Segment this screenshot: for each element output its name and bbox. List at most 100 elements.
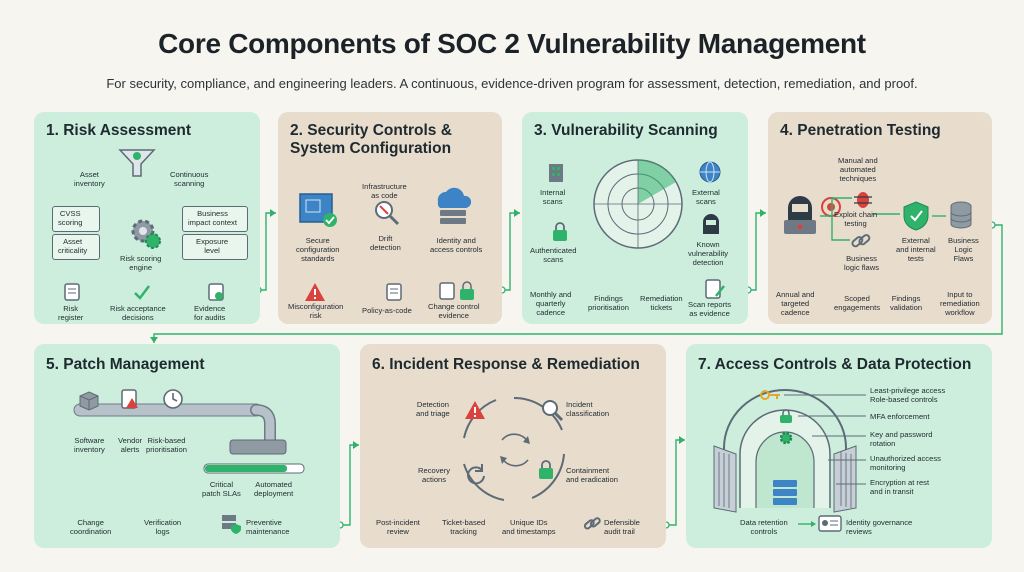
label-authenticated-scans: Authenticated scans: [530, 246, 577, 264]
label-post-incident: Post-incident review: [376, 518, 420, 536]
label-remediation-tickets: Remediation tickets: [640, 294, 683, 312]
label-verification-logs: Verification logs: [144, 518, 182, 536]
label-audit-trail: Defensible audit trail: [604, 518, 640, 536]
card-incident-response: 6. Incident Response & Remediation Det: [360, 344, 666, 548]
package-icon: [79, 391, 99, 411]
incident-cycle-icon: [463, 397, 565, 501]
card-title: 2. Security Controls & System Configurat…: [290, 122, 452, 157]
label-critical-slas: Critical patch SLAs: [202, 480, 241, 498]
register-icon: [64, 283, 80, 301]
key-icon: [760, 390, 780, 400]
blueprint-icon: [299, 193, 337, 227]
lock-icon: [553, 222, 567, 241]
card-access-controls: 7. Access Controls & Data Protection: [686, 344, 992, 548]
label-business-impact: Business impact context: [188, 209, 237, 227]
label-cvss-scoring: CVSS scoring: [58, 209, 83, 227]
label-key-rotation: Key and password rotation: [870, 430, 933, 448]
drift-search-icon: [375, 201, 400, 226]
label-input-remediation: Input to remediation workflow: [940, 290, 980, 317]
label-least-privilege: Least-privilege access Role-based contro…: [870, 386, 946, 404]
policy-doc-icon: [386, 283, 402, 301]
connector-5-6: [340, 444, 359, 526]
vault-gate-icon: [713, 389, 857, 513]
card-title: 4. Penetration Testing: [780, 122, 941, 139]
card-vulnerability-scanning: 3. Vulnerability Scanning Internal scans…: [522, 112, 748, 324]
label-evidence-audits: Evidence for audits: [194, 304, 226, 322]
label-findings-validation: Findings validation: [890, 294, 923, 312]
label-external-internal: External and internal tests: [896, 236, 936, 263]
chain-link-icon: [851, 234, 871, 248]
globe-icon: [699, 161, 721, 183]
label-vendor-alerts: Vendor alerts: [118, 436, 143, 454]
label-unique-ids: Unique IDs and timestamps: [502, 518, 556, 536]
label-continuous-scanning: Continuous scanning: [170, 170, 209, 188]
server-shield-icon: [222, 515, 241, 534]
label-business-logic-flaws-2: Business Logic Flaws: [948, 236, 979, 263]
recovery-icon: [467, 464, 485, 485]
connector-3-4: [748, 212, 766, 291]
clock-icon: [163, 389, 183, 409]
label-automated-deployment: Automated deployment: [254, 480, 294, 498]
business-impact-box: [182, 206, 248, 232]
label-recovery-actions: Recovery actions: [418, 466, 451, 484]
label-annual-cadence: Annual and targeted cadence: [776, 290, 815, 317]
label-scoped: Scoped engagements: [834, 294, 881, 312]
label-risk-prioritisation: Risk-based prioritisation: [146, 436, 187, 454]
search-icon: [542, 400, 564, 422]
label-asset-criticality: Asset criticality: [58, 237, 88, 255]
label-unauthorized-monitoring: Unauthorized access monitoring: [870, 454, 941, 472]
label-ticket-tracking: Ticket-based tracking: [442, 518, 486, 536]
gear-engine-icon: [131, 219, 161, 249]
card-title: 6. Incident Response & Remediation: [372, 356, 640, 373]
chain-link-icon: [583, 517, 601, 530]
card-risk-assessment: 1. Risk Assessment Asset inventory Conti…: [34, 112, 260, 324]
label-misconfig: Misconfiguration risk: [288, 302, 344, 320]
cloud-server-icon: [437, 187, 472, 224]
label-iac: Infrastructure as code: [362, 182, 407, 200]
label-risk-register: Risk register: [58, 304, 84, 322]
asset-criticality-box: [52, 234, 100, 260]
lock-icon: [539, 460, 553, 479]
database-icon: [950, 201, 972, 229]
label-exploit-chain: Exploit chain testing: [834, 210, 878, 228]
building-icon: [549, 164, 563, 182]
checkmark-pen-icon: [134, 285, 150, 300]
label-cadence: Monthly and quarterly cadence: [530, 290, 572, 317]
label-internal-scans: Internal scans: [540, 188, 566, 206]
card-title: 7. Access Controls & Data Protection: [698, 356, 972, 373]
warning-icon: [465, 401, 485, 419]
label-change-coordination: Change coordination: [70, 518, 112, 536]
label-detection-triage: Detection and triage: [416, 400, 450, 418]
evidence-doc-icon: [208, 283, 224, 301]
funnel-icon: [118, 149, 156, 177]
exposure-box: [182, 234, 248, 260]
bug-icon: [854, 192, 872, 208]
label-scan-reports: Scan reports as evidence: [688, 300, 732, 318]
pentest-flow-arrows: [820, 197, 946, 241]
label-identity-access: Identity and access controls: [430, 236, 483, 254]
change-lock-icon: [439, 281, 474, 300]
card-title: 1. Risk Assessment: [46, 122, 192, 139]
label-incident-classification: Incident classification: [566, 400, 610, 418]
card-security-controls: 2. Security Controls & System Configurat…: [278, 112, 502, 324]
connector-2-3: [502, 212, 520, 291]
cvss-box: [52, 206, 100, 232]
card-title: 3. Vulnerability Scanning: [534, 122, 718, 139]
label-risk-engine: Risk scoring engine: [120, 254, 162, 272]
label-software-inventory: Software inventory: [74, 436, 105, 454]
radar-icon: [593, 159, 683, 249]
connector-1-2: [258, 212, 276, 291]
label-manual-automated: Manual and automated techniques: [838, 156, 878, 183]
label-risk-acceptance: Risk acceptance decisions: [110, 304, 166, 322]
page-subtitle: For security, compliance, and engineerin…: [106, 76, 918, 91]
label-known-vuln: Known vulnerability detection: [688, 240, 729, 267]
label-preventive-maintenance: Preventive maintenance: [246, 518, 290, 536]
card-penetration-testing: 4. Penetration Testing Manual and au: [768, 112, 992, 324]
hacker-icon: [703, 214, 719, 234]
page-title: Core Components of SOC 2 Vulnerability M…: [158, 28, 866, 59]
label-identity-governance: Identity governance reviews: [846, 518, 913, 536]
shield-icon: [903, 201, 929, 231]
label-prioritisation: Findings prioritisation: [588, 294, 629, 312]
label-encryption: Encryption at rest and in transit: [870, 478, 930, 496]
id-card-icon: [818, 515, 842, 532]
